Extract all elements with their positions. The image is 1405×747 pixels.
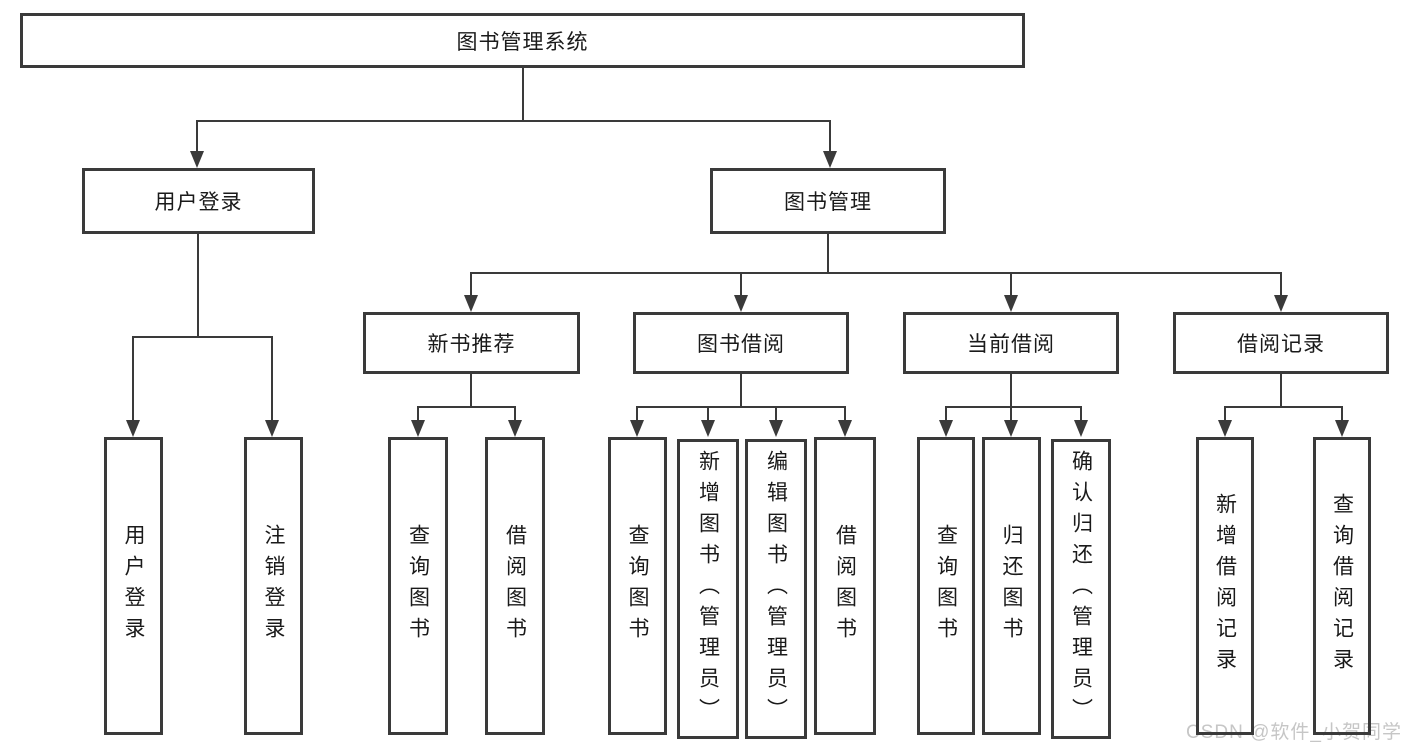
leaf-user-login-label: 用户登录 (122, 524, 145, 648)
arrow-down-icon (464, 295, 478, 312)
leaf-borrow-books-1-label: 借阅图书 (503, 524, 527, 648)
connector-m4-drop-2 (1341, 406, 1343, 420)
connector-m2-drop-3 (775, 406, 777, 420)
leaf-query-books-3-label: 查询图书 (934, 524, 958, 648)
node-book-management-system-label: 图书管理系统 (456, 30, 589, 54)
leaf-logout-label: 注销登录 (262, 524, 285, 648)
node-current-borrowing: 当前借阅 (903, 312, 1119, 374)
connector-book-management-stem (827, 234, 829, 272)
leaf-user-login: 用户登录 (104, 437, 163, 735)
connector-drop-leaf-logout (271, 336, 273, 420)
leaf-borrow-books-2: 借阅图书 (814, 437, 876, 735)
connector-m1-drop-1 (417, 406, 419, 420)
connector-m2-drop-4 (844, 406, 846, 420)
node-borrowing-records-label: 借阅记录 (1237, 333, 1325, 356)
node-current-borrowing-label: 当前借阅 (967, 333, 1055, 356)
connector-m3-drop-3 (1080, 406, 1082, 420)
connector-drop-user-login (196, 120, 198, 151)
connector-m3-bus (945, 406, 1081, 408)
connector-drop-current-borrowing (1010, 272, 1012, 295)
leaf-borrow-books-1: 借阅图书 (485, 437, 545, 735)
connector-m1-stem (470, 374, 472, 406)
connector-drop-new-book-recommendation (470, 272, 472, 295)
connector-m3-drop-1 (945, 406, 947, 420)
connector-m2-bus (637, 406, 845, 408)
connector-drop-book-borrowing (740, 272, 742, 295)
arrow-down-icon (1274, 295, 1288, 312)
arrow-down-icon (769, 420, 783, 437)
connector-user-login-stem (197, 234, 199, 336)
node-user-login: 用户登录 (82, 168, 315, 234)
leaf-add-borrow-record-label: 新增借阅记录 (1213, 493, 1237, 679)
connector-root-bus (197, 120, 831, 122)
connector-drop-leaf-user-login (132, 336, 134, 420)
arrow-down-icon (265, 420, 279, 437)
arrow-down-icon (734, 295, 748, 312)
arrow-down-icon (1335, 420, 1349, 437)
arrow-down-icon (1218, 420, 1232, 437)
node-new-book-recommendation-label: 新书推荐 (427, 333, 516, 356)
leaf-return-books: 归还图书 (982, 437, 1041, 735)
arrow-down-icon (1004, 420, 1018, 437)
node-book-management-label: 图书管理 (784, 191, 872, 214)
leaf-edit-books-admin: 编辑图书（管理员） (745, 439, 807, 739)
leaf-query-books-2-label: 查询图书 (626, 524, 649, 648)
node-book-borrowing-label: 图书借阅 (697, 333, 785, 356)
arrow-down-icon (411, 420, 425, 437)
arrow-down-icon (823, 151, 837, 168)
connector-m4-bus (1224, 406, 1342, 408)
connector-m3-stem (1010, 374, 1012, 406)
arrow-down-icon (1074, 420, 1088, 437)
node-borrowing-records: 借阅记录 (1173, 312, 1389, 374)
arrow-down-icon (838, 420, 852, 437)
node-new-book-recommendation: 新书推荐 (363, 312, 580, 374)
connector-book-management-bus (470, 272, 1282, 274)
node-user-login-label: 用户登录 (154, 191, 243, 214)
leaf-add-borrow-record: 新增借阅记录 (1196, 437, 1254, 735)
leaf-return-books-label: 归还图书 (1000, 524, 1023, 648)
leaf-confirm-return-admin-label: 确认归还（管理员） (1069, 449, 1093, 729)
arrow-down-icon (630, 420, 644, 437)
arrow-down-icon (190, 151, 204, 168)
arrow-down-icon (508, 420, 522, 437)
connector-drop-borrowing-records (1280, 272, 1282, 295)
connector-m2-drop-1 (636, 406, 638, 420)
arrow-down-icon (126, 420, 140, 437)
connector-drop-book-management (829, 120, 831, 151)
leaf-add-books-admin-label: 新增图书（管理员） (696, 449, 720, 729)
leaf-edit-books-admin-label: 编辑图书（管理员） (764, 449, 788, 729)
connector-m3-drop-2 (1010, 406, 1012, 420)
leaf-confirm-return-admin: 确认归还（管理员） (1051, 439, 1111, 739)
node-book-borrowing: 图书借阅 (633, 312, 849, 374)
connector-root-stem (522, 68, 524, 120)
leaf-query-books-2: 查询图书 (608, 437, 667, 735)
leaf-query-books-3: 查询图书 (917, 437, 975, 735)
leaf-query-books-1-label: 查询图书 (406, 524, 430, 648)
leaf-logout: 注销登录 (244, 437, 303, 735)
node-book-management: 图书管理 (710, 168, 946, 234)
leaf-query-borrow-record-label: 查询借阅记录 (1330, 493, 1354, 679)
connector-m4-stem (1280, 374, 1282, 406)
csdn-watermark: CSDN @软件_小贺同学 (1186, 722, 1402, 743)
connector-m1-bus (417, 406, 515, 408)
leaf-query-borrow-record: 查询借阅记录 (1313, 437, 1371, 735)
leaf-query-books-1: 查询图书 (388, 437, 448, 735)
leaf-borrow-books-2-label: 借阅图书 (833, 524, 857, 648)
connector-m1-drop-2 (514, 406, 516, 420)
connector-m2-stem (740, 374, 742, 406)
node-book-management-system: 图书管理系统 (20, 13, 1025, 68)
leaf-add-books-admin: 新增图书（管理员） (677, 439, 739, 739)
arrow-down-icon (1004, 295, 1018, 312)
connector-m4-drop-1 (1224, 406, 1226, 420)
connector-user-login-bus (133, 336, 273, 338)
arrow-down-icon (701, 420, 715, 437)
arrow-down-icon (939, 420, 953, 437)
connector-m2-drop-2 (707, 406, 709, 420)
